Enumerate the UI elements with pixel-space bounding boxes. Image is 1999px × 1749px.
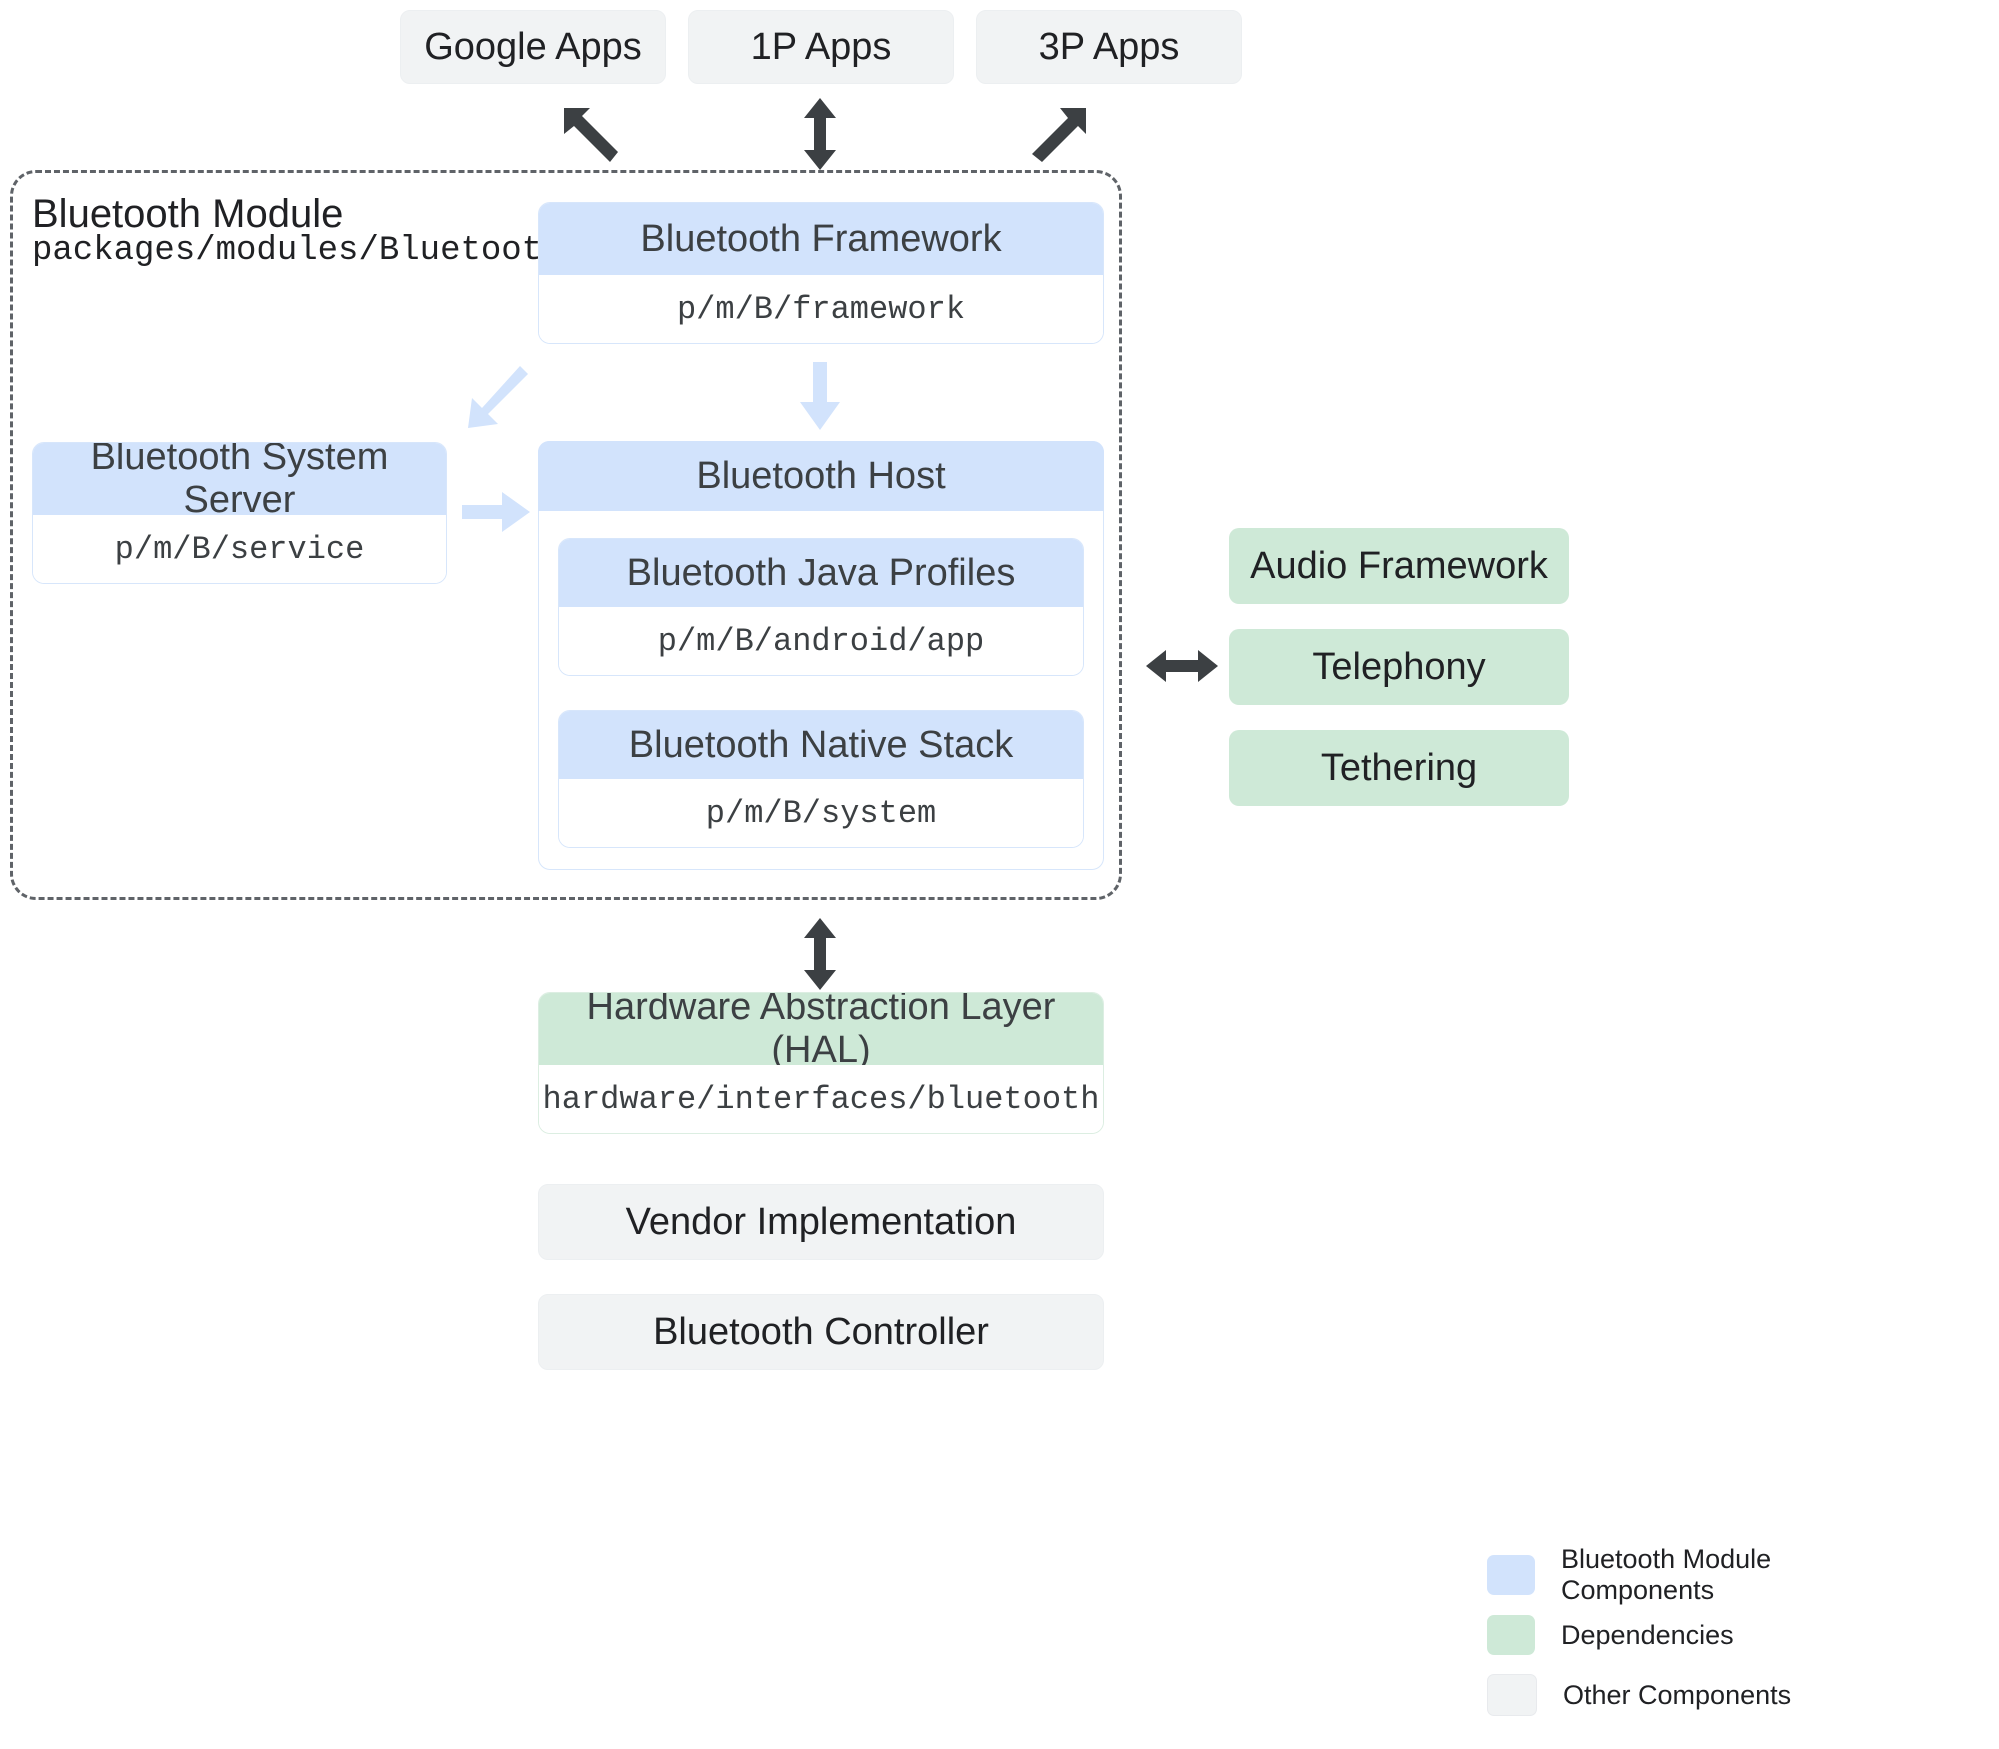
- google-apps-to-module-arrow-icon: [564, 108, 618, 162]
- app-box-google-apps-label: Google Apps: [424, 25, 642, 68]
- bluetooth-module-path: packages/modules/Bluetooth: [32, 232, 563, 270]
- bluetooth-host-title: Bluetooth Host: [538, 441, 1104, 511]
- bluetooth-java-profiles-card[interactable]: Bluetooth Java Profiles p/m/B/android/ap…: [558, 538, 1084, 676]
- bluetooth-system-server-title: Bluetooth System Server: [33, 443, 446, 521]
- app-box-google-apps[interactable]: Google Apps: [400, 10, 666, 84]
- app-box-3p-apps-label: 3P Apps: [1038, 25, 1180, 68]
- app-box-1p-apps-label: 1P Apps: [750, 25, 892, 68]
- vendor-implementation-box[interactable]: Vendor Implementation: [538, 1184, 1104, 1260]
- dependency-box-telephony[interactable]: Telephony: [1229, 629, 1569, 705]
- module-to-hal-arrow-icon: [804, 918, 836, 990]
- dependency-telephony-label: Telephony: [1312, 645, 1486, 688]
- bluetooth-native-stack-title: Bluetooth Native Stack: [559, 711, 1083, 779]
- bluetooth-native-stack-path: p/m/B/system: [559, 779, 1083, 847]
- framework-to-system-server-arrow-icon: [468, 366, 528, 428]
- app-box-3p-apps[interactable]: 3P Apps: [976, 10, 1242, 84]
- bluetooth-native-stack-card[interactable]: Bluetooth Native Stack p/m/B/system: [558, 710, 1084, 848]
- legend-label-dependencies: Dependencies: [1561, 1619, 1734, 1650]
- hal-path: hardware/interfaces/bluetooth: [539, 1065, 1103, 1133]
- dependency-box-audio-framework[interactable]: Audio Framework: [1229, 528, 1569, 604]
- dependency-audio-framework-label: Audio Framework: [1250, 544, 1548, 587]
- 3p-apps-to-module-arrow-icon: [1032, 108, 1086, 162]
- bluetooth-module-title: Bluetooth Module: [32, 192, 344, 236]
- bluetooth-system-server-card[interactable]: Bluetooth System Server p/m/B/service: [32, 442, 447, 584]
- legend-item-other-components: Other Components: [1487, 1673, 1907, 1717]
- app-box-1p-apps[interactable]: 1P Apps: [688, 10, 954, 84]
- hal-title: Hardware Abstraction Layer (HAL): [539, 993, 1103, 1071]
- module-to-dependencies-arrow-icon: [1146, 650, 1218, 682]
- bluetooth-java-profiles-path: p/m/B/android/app: [559, 607, 1083, 675]
- hal-card[interactable]: Hardware Abstraction Layer (HAL) hardwar…: [538, 992, 1104, 1134]
- bluetooth-framework-title: Bluetooth Framework: [539, 203, 1103, 275]
- legend-swatch-dependencies: [1487, 1615, 1535, 1655]
- bluetooth-module-container: [10, 170, 1122, 900]
- legend-label-other-components: Other Components: [1563, 1679, 1792, 1710]
- bluetooth-java-profiles-title: Bluetooth Java Profiles: [559, 539, 1083, 607]
- legend-swatch-other-components: [1487, 1674, 1537, 1716]
- legend-label-module-components: Bluetooth Module Components: [1561, 1544, 1772, 1605]
- bluetooth-framework-card[interactable]: Bluetooth Framework p/m/B/framework: [538, 202, 1104, 344]
- vendor-implementation-label: Vendor Implementation: [625, 1200, 1017, 1243]
- legend-item-dependencies: Dependencies: [1487, 1613, 1907, 1657]
- bluetooth-controller-label: Bluetooth Controller: [653, 1310, 989, 1353]
- dependency-tethering-label: Tethering: [1320, 746, 1478, 789]
- bluetooth-system-server-path: p/m/B/service: [33, 515, 446, 583]
- dependency-box-tethering[interactable]: Tethering: [1229, 730, 1569, 806]
- framework-to-host-arrow-icon: [800, 362, 840, 430]
- legend-item-module-components: Bluetooth Module Components: [1487, 1544, 1907, 1605]
- bluetooth-framework-path: p/m/B/framework: [539, 275, 1103, 343]
- bluetooth-controller-box[interactable]: Bluetooth Controller: [538, 1294, 1104, 1370]
- legend-swatch-module-components: [1487, 1555, 1535, 1595]
- 1p-apps-to-module-arrow-icon: [804, 98, 836, 170]
- system-server-to-host-arrow-icon: [462, 492, 530, 532]
- legend: Bluetooth Module Components Dependencies…: [1487, 1544, 1907, 1733]
